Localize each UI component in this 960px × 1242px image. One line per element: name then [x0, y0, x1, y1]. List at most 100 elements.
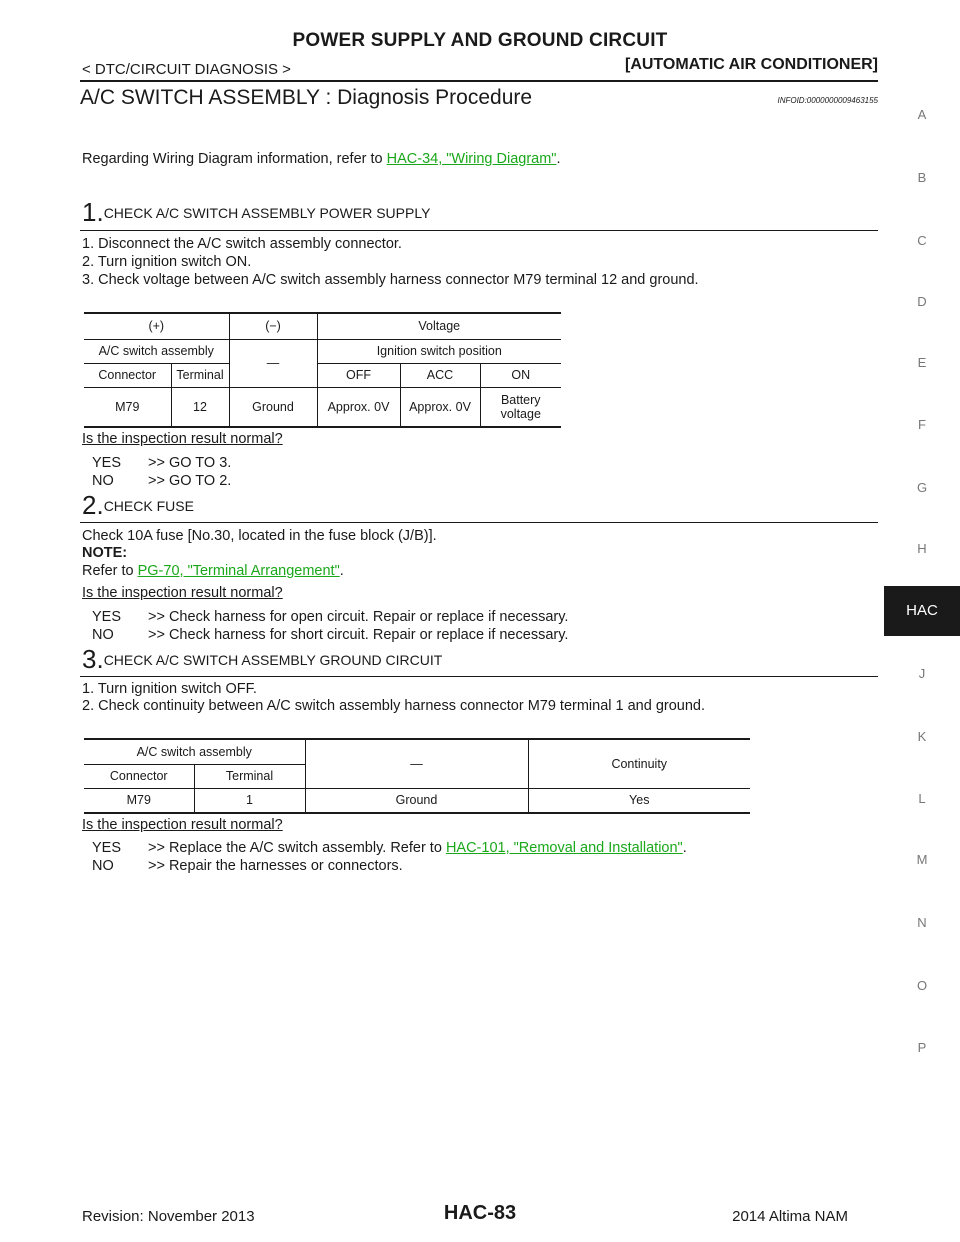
step3-yes-label: YES — [92, 840, 122, 856]
side-index-h[interactable]: H — [917, 541, 927, 556]
header-rule — [80, 80, 878, 82]
step1-yes-label: YES — [92, 455, 122, 471]
footer-model: 2014 Altima NAM — [732, 1208, 848, 1225]
info-id: INFOID:0000000009463155 — [777, 96, 878, 105]
side-index-j[interactable]: J — [918, 666, 926, 681]
step3-yes-suffix: . — [682, 840, 687, 856]
header-terminal: Terminal — [171, 363, 230, 387]
step3-question: Is the inspection result normal? — [82, 817, 283, 833]
header-terminal: Terminal — [194, 764, 306, 788]
cell-ground: Ground — [229, 387, 318, 427]
header-on: ON — [511, 368, 531, 382]
cell-ground: Ground — [305, 788, 529, 813]
header-connector: Connector — [84, 363, 172, 387]
side-index-c[interactable]: C — [917, 233, 927, 248]
step2-note-label: NOTE: — [82, 545, 128, 561]
cell-connector: M79 — [84, 788, 195, 813]
cell-terminal: 12 — [171, 387, 230, 427]
step1-rule — [80, 230, 878, 231]
side-index-n[interactable]: N — [917, 915, 927, 930]
step1-item-3: 3. Check voltage between A/C switch asse… — [82, 272, 699, 288]
header-minus: (−) — [229, 313, 318, 339]
step2-yes-label: YES — [92, 609, 122, 625]
header-assembly: A/C switch assembly — [84, 739, 306, 764]
step1-no-label: NO — [92, 473, 114, 489]
side-index-b[interactable]: B — [917, 170, 927, 185]
side-index-a[interactable]: A — [917, 107, 927, 122]
cell-on: Battery voltage — [480, 387, 561, 427]
step2-no-label: NO — [92, 627, 114, 643]
step2-no-text: >> Check harness for short circuit. Repa… — [148, 627, 569, 643]
voltage-table: (+) (−) Voltage A/C switch assembly — Ig… — [84, 312, 561, 428]
header-dash: — — [229, 339, 318, 387]
side-index-d[interactable]: D — [917, 294, 927, 309]
side-index-o[interactable]: O — [916, 978, 928, 993]
step1-item-1: 1. Disconnect the A/C switch assembly co… — [82, 236, 402, 252]
intro-suffix: . — [556, 151, 561, 167]
side-index-hac-active[interactable]: HAC — [884, 586, 960, 636]
step3-yes-prefix: >> Replace the A/C switch assembly. Refe… — [148, 840, 446, 856]
step3-rule — [80, 676, 878, 677]
step2-text: Check 10A fuse [No.30, located in the fu… — [82, 528, 437, 544]
page-title: POWER SUPPLY AND GROUND CIRCUIT — [292, 30, 668, 51]
step3-title: CHECK A/C SWITCH ASSEMBLY GROUND CIRCUIT — [103, 652, 443, 668]
step2-refer-prefix: Refer to — [82, 563, 138, 579]
header-voltage: Voltage — [418, 319, 461, 334]
terminal-arrangement-link[interactable]: PG-70, "Terminal Arrangement" — [137, 563, 340, 579]
table-row: M79 1 Ground Yes — [84, 788, 750, 813]
step2-heading: 2.CHECK FUSE — [82, 492, 194, 518]
step2-question: Is the inspection result normal? — [82, 585, 283, 601]
header-connector: Connector — [84, 764, 195, 788]
footer-page-number: HAC-83 — [443, 1202, 517, 1224]
step2-title: CHECK FUSE — [103, 498, 194, 514]
side-index-m[interactable]: M — [916, 852, 928, 867]
step3-item-2: 2. Check continuity between A/C switch a… — [82, 698, 706, 714]
wiring-diagram-link[interactable]: HAC-34, "Wiring Diagram" — [386, 151, 557, 167]
step1-item-2: 2. Turn ignition switch ON. — [82, 254, 252, 270]
side-index-k[interactable]: K — [917, 729, 927, 744]
footer-revision: Revision: November 2013 — [82, 1208, 255, 1225]
header-plus: (+) — [84, 313, 230, 339]
step2-refer-suffix: . — [339, 563, 344, 579]
cell-acc: Approx. 0V — [400, 387, 481, 427]
step3-yes-text: >> Replace the A/C switch assembly. Refe… — [148, 839, 687, 857]
step1-number: 1. — [82, 197, 104, 227]
header-assembly: A/C switch assembly — [84, 339, 230, 363]
cell-on-line1: Battery — [500, 392, 541, 407]
cell-off: Approx. 0V — [317, 387, 401, 427]
step3-heading: 3.CHECK A/C SWITCH ASSEMBLY GROUND CIRCU… — [82, 646, 442, 672]
removal-installation-link[interactable]: HAC-101, "Removal and Installation" — [445, 840, 683, 856]
side-index-g[interactable]: G — [916, 480, 928, 495]
step3-item-1: 1. Turn ignition switch OFF. — [82, 681, 257, 697]
cell-connector: M79 — [84, 387, 172, 427]
step2-number: 2. — [82, 490, 104, 520]
step2-yes-text: >> Check harness for open circuit. Repai… — [148, 609, 569, 625]
step1-yes-text: >> GO TO 3. — [148, 455, 232, 471]
header-ign-position: Ignition switch position — [376, 344, 502, 358]
cell-terminal: 1 — [194, 788, 306, 813]
cell-result: Yes — [629, 793, 650, 808]
side-index-f[interactable]: F — [918, 417, 926, 432]
step3-number: 3. — [82, 644, 104, 674]
step2-rule — [80, 522, 878, 523]
cell-on-line2: voltage — [500, 406, 541, 421]
header-continuity: Continuity — [611, 756, 668, 771]
step1-title: CHECK A/C SWITCH ASSEMBLY POWER SUPPLY — [103, 205, 431, 221]
table-row: M79 12 Ground Approx. 0V Approx. 0V Batt… — [84, 387, 561, 427]
side-index-e[interactable]: E — [917, 355, 927, 370]
side-index-p[interactable]: P — [917, 1040, 927, 1055]
continuity-table: A/C switch assembly — Continuity Connect… — [84, 738, 750, 814]
header-acc: ACC — [400, 363, 481, 387]
side-index-l[interactable]: L — [918, 791, 926, 806]
procedure-heading: A/C SWITCH ASSEMBLY : Diagnosis Procedur… — [80, 86, 533, 109]
intro-text: Regarding Wiring Diagram information, re… — [82, 151, 387, 167]
step1-question: Is the inspection result normal? — [82, 431, 283, 447]
step1-heading: 1.CHECK A/C SWITCH ASSEMBLY POWER SUPPLY — [82, 199, 430, 225]
step2-refer: Refer to PG-70, "Terminal Arrangement". — [82, 562, 344, 580]
breadcrumb: < DTC/CIRCUIT DIAGNOSIS > — [82, 61, 291, 78]
section-label: [AUTOMATIC AIR CONDITIONER] — [624, 56, 878, 73]
intro-paragraph: Regarding Wiring Diagram information, re… — [82, 150, 561, 168]
header-off: OFF — [317, 363, 401, 387]
step3-no-label: NO — [92, 858, 114, 874]
step1-no-text: >> GO TO 2. — [148, 473, 232, 489]
